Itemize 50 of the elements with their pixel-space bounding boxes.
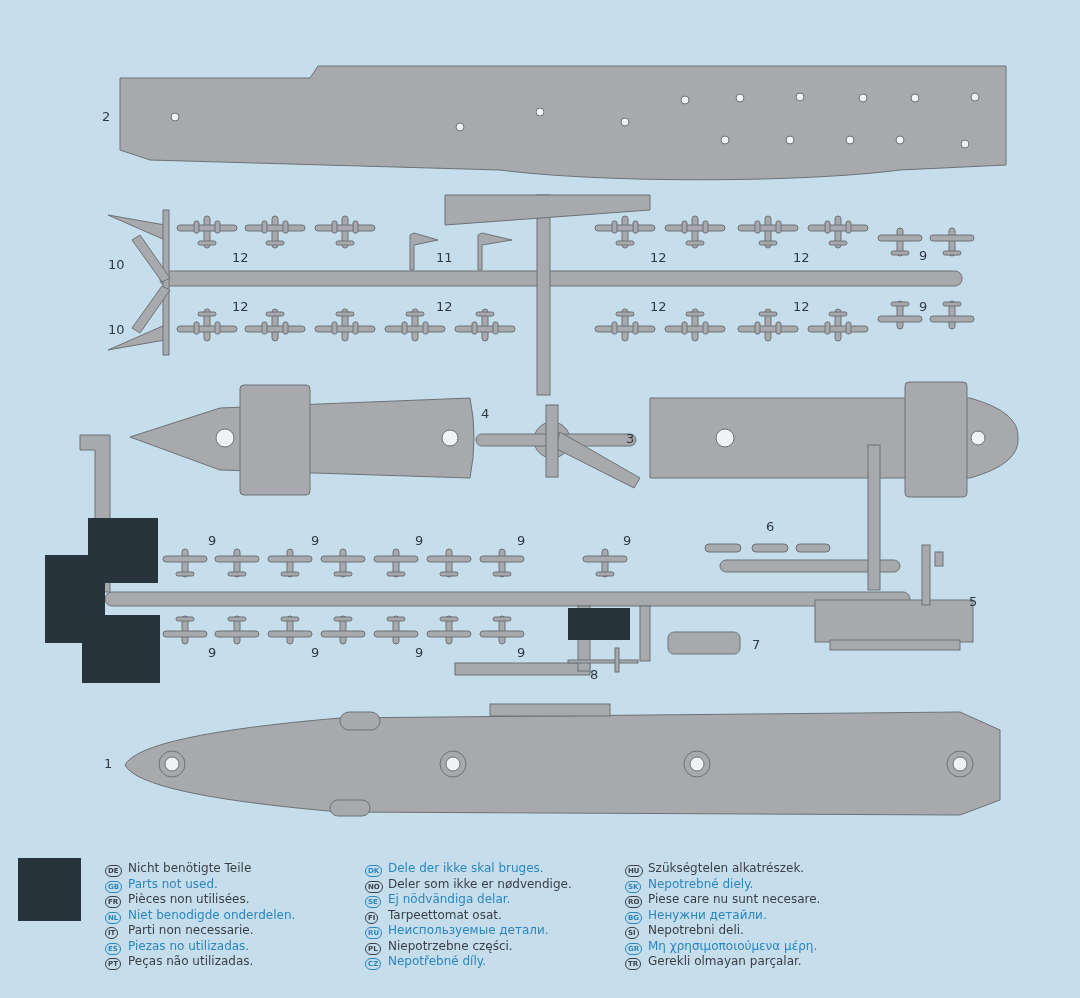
part-number: 12	[436, 300, 453, 314]
part-number: 12	[232, 251, 249, 265]
part-number: 6	[766, 520, 775, 534]
legend-text: Deler som ikke er nødvendige.	[388, 876, 572, 892]
legend-text: Gerekli olmayan parçalar.	[648, 954, 802, 969]
part-number: 9	[208, 534, 217, 548]
part-number: 2	[102, 110, 111, 124]
part-number: 4	[481, 407, 490, 421]
part-number: 9	[919, 300, 928, 314]
legend-text: Niepotrzebne części.	[388, 938, 513, 954]
part-number: 1	[104, 757, 113, 771]
part-number: 9	[311, 534, 320, 548]
part-number: 8	[590, 668, 599, 682]
part-number: 9	[517, 646, 526, 660]
part-number: 9	[919, 249, 928, 263]
part-number: 5	[969, 595, 978, 609]
legend-text: Nicht benötigte Teile	[128, 861, 252, 876]
legend-text: Nepotrebné diely.	[648, 876, 754, 892]
legend-text: Pièces non utilisées.	[128, 892, 250, 907]
legend-text: Parts not used.	[128, 876, 218, 892]
part-number: 9	[415, 534, 424, 548]
legend-text: Nepotřebné díly.	[388, 954, 486, 969]
part-number: 9	[311, 646, 320, 660]
part-number: 7	[752, 638, 761, 652]
legend-text: Неиспользуемые детали.	[388, 923, 549, 938]
part-number: 9	[415, 646, 424, 660]
part-number: 9	[208, 646, 217, 660]
legend-text: Piezas no utilizadas.	[128, 938, 250, 954]
part-number: 11	[436, 251, 453, 265]
part-number: 12	[793, 300, 810, 314]
part-number: 12	[650, 251, 667, 265]
legend-text: Tarpeettomat osat.	[388, 907, 502, 923]
part-number: 12	[793, 251, 810, 265]
part-number: 12	[232, 300, 249, 314]
part-number: 10	[108, 258, 125, 272]
legend-text: Ej nödvändiga delar.	[388, 892, 511, 907]
part-number: 10	[108, 323, 125, 337]
legend-text: Parti non necessarie.	[128, 923, 254, 938]
legend-text: Μη χρησιμοποιούμενα μέρη.	[648, 938, 818, 954]
part-number: 9	[517, 534, 526, 548]
legend-text: Dele der ikke skal bruges.	[388, 861, 544, 876]
legend-text: Peças não utilizadas.	[128, 954, 254, 969]
legend-text: Ненужни детайли.	[648, 907, 767, 923]
legend-text: Piese care nu sunt necesare.	[648, 892, 821, 907]
part-number: 9	[623, 534, 632, 548]
legend-text: Nepotrebni deli.	[648, 923, 744, 938]
legend-text: Niet benodigde onderdelen.	[128, 907, 296, 923]
part-number: 12	[650, 300, 667, 314]
part-number: 3	[626, 432, 635, 446]
legend-text: Szükségtelen alkatrészek.	[648, 861, 805, 876]
